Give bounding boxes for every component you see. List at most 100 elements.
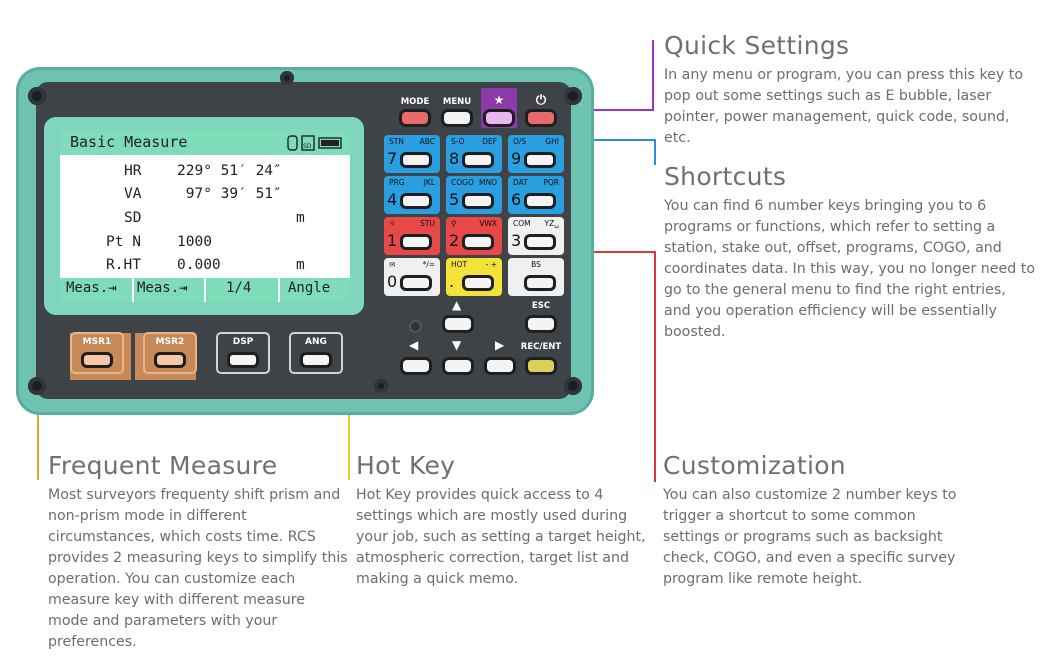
number-key[interactable]: HOT- +. xyxy=(446,258,502,296)
number-key-letters-label: PQR xyxy=(543,178,559,187)
number-key-digit: 3 xyxy=(511,231,522,250)
number-key-button xyxy=(465,278,491,288)
screen-row-value: 0.000 xyxy=(177,257,221,273)
softkey-divider xyxy=(278,278,280,302)
number-key-digit: 4 xyxy=(387,190,398,209)
screen-row-label: VA xyxy=(124,186,142,202)
softkey-3[interactable]: 1/4 xyxy=(226,280,252,296)
led-indicator xyxy=(409,320,422,333)
msr2-key-button xyxy=(157,355,183,365)
number-key-function-label: STN xyxy=(389,137,404,146)
screen-row-label: Pt N xyxy=(106,234,141,250)
screw-icon xyxy=(280,71,294,85)
lcd-screen: Basic Measure SD HR 229° 51′ 24″ VA 97° … xyxy=(60,130,350,302)
number-key-letters-label: */= xyxy=(422,260,435,269)
screw-icon xyxy=(564,377,582,395)
status-icons: SD xyxy=(287,135,342,151)
shortcuts-annotation: Shortcuts You can find 6 number keys bri… xyxy=(664,162,1036,343)
shortcuts-callout xyxy=(565,139,656,165)
ang-key[interactable]: ANG xyxy=(289,332,343,374)
screen-row-value: 97° 39′ 51″ xyxy=(177,186,282,202)
quick-settings-annotation: Quick Settings In any menu or program, y… xyxy=(664,31,1034,149)
screw-icon xyxy=(564,87,582,105)
power-key[interactable] xyxy=(528,112,554,124)
number-key-letters-label: GHI xyxy=(545,137,559,146)
msr1-key-button xyxy=(84,355,110,365)
number-key-function-label: HOT xyxy=(451,260,468,269)
screen-row-label: HR xyxy=(124,163,142,179)
hot-key-annotation: Hot Key Hot Key provides quick access to… xyxy=(356,451,652,590)
screen-row-label: SD xyxy=(124,210,142,226)
number-key-digit: 0 xyxy=(387,272,398,291)
number-key-function-label: DAT xyxy=(513,178,528,187)
annotation-body: You can also customize 2 number keys to … xyxy=(663,487,957,587)
screen-row-unit: m xyxy=(296,210,305,226)
number-key-button xyxy=(527,155,553,165)
softkey-divider xyxy=(204,278,206,302)
arrow-down-key[interactable] xyxy=(445,360,471,372)
number-key-letters-label: STU xyxy=(420,219,435,228)
number-key-button xyxy=(527,278,553,288)
number-key-function-label: ☼ xyxy=(389,219,396,228)
number-key-button xyxy=(465,196,491,206)
mode-key-label: MODE xyxy=(400,97,430,107)
number-key[interactable]: O/S GHI 9 xyxy=(508,135,564,173)
softkey-2[interactable]: Meas.⇥ xyxy=(137,280,188,296)
menu-key[interactable] xyxy=(444,112,470,124)
sd-card-icon xyxy=(301,135,315,151)
number-key-digit: 9 xyxy=(511,149,522,168)
number-key-button xyxy=(527,237,553,247)
rec-ent-key[interactable] xyxy=(528,360,554,372)
number-key-digit: 8 xyxy=(449,149,460,168)
msr2-key[interactable]: MSR2 xyxy=(143,332,197,374)
dsp-key[interactable]: DSP xyxy=(216,332,270,374)
number-key[interactable]: STN ABC 7 xyxy=(384,135,440,173)
number-key-function-label: COGO xyxy=(451,178,474,187)
number-key-button xyxy=(403,155,429,165)
screen-title-bar: Basic Measure SD xyxy=(60,130,350,155)
number-key[interactable]: DAT PQR 6 xyxy=(508,176,564,214)
number-key-button xyxy=(465,155,491,165)
quick-settings-key[interactable] xyxy=(486,112,512,124)
annotation-title: Quick Settings xyxy=(664,31,850,60)
annotation-body: Most surveyors frequenty shift prism and… xyxy=(48,487,348,650)
number-key[interactable]: ✉*/=0 xyxy=(384,258,440,296)
arrow-left-key[interactable] xyxy=(403,360,429,372)
softkey-4[interactable]: Angle xyxy=(288,280,331,296)
annotation-body: In any menu or program, you can press th… xyxy=(664,67,1024,146)
number-key-digit: 2 xyxy=(449,231,460,250)
number-key-digit: 6 xyxy=(511,190,522,209)
number-key[interactable]: BS xyxy=(508,258,564,296)
arrow-left-icon: ◀ xyxy=(409,338,419,352)
esc-key[interactable] xyxy=(528,318,554,330)
annotation-title: Frequent Measure xyxy=(48,451,278,480)
screw-icon xyxy=(28,87,46,105)
msr1-key[interactable]: MSR1 xyxy=(70,332,124,374)
arrow-up-key[interactable] xyxy=(445,318,471,330)
power-icon: ⏻ xyxy=(535,93,547,108)
arrow-up-icon: ▲ xyxy=(452,298,462,312)
number-key-letters-label: ABC xyxy=(419,137,435,146)
annotation-body: Hot Key provides quick access to 4 setti… xyxy=(356,487,646,587)
menu-key-label: MENU xyxy=(442,97,472,107)
annotation-body: You can find 6 number keys bringing you … xyxy=(664,198,1036,340)
mode-key[interactable] xyxy=(402,112,428,124)
screw-icon xyxy=(28,377,46,395)
number-key-function-label: S-O xyxy=(451,137,465,146)
arrow-right-key[interactable] xyxy=(487,360,513,372)
number-key-digit: 5 xyxy=(449,190,460,209)
dsp-key-button xyxy=(230,355,256,365)
number-key-button xyxy=(403,278,429,288)
softkey-1[interactable]: Meas.⇥ xyxy=(66,280,117,296)
number-key-digit: 7 xyxy=(387,149,398,168)
star-icon: ★ xyxy=(493,93,505,107)
number-key-function-label: O/S xyxy=(513,137,527,146)
arrow-down-icon: ▼ xyxy=(452,338,462,352)
arrow-right-icon: ▶ xyxy=(495,338,505,352)
